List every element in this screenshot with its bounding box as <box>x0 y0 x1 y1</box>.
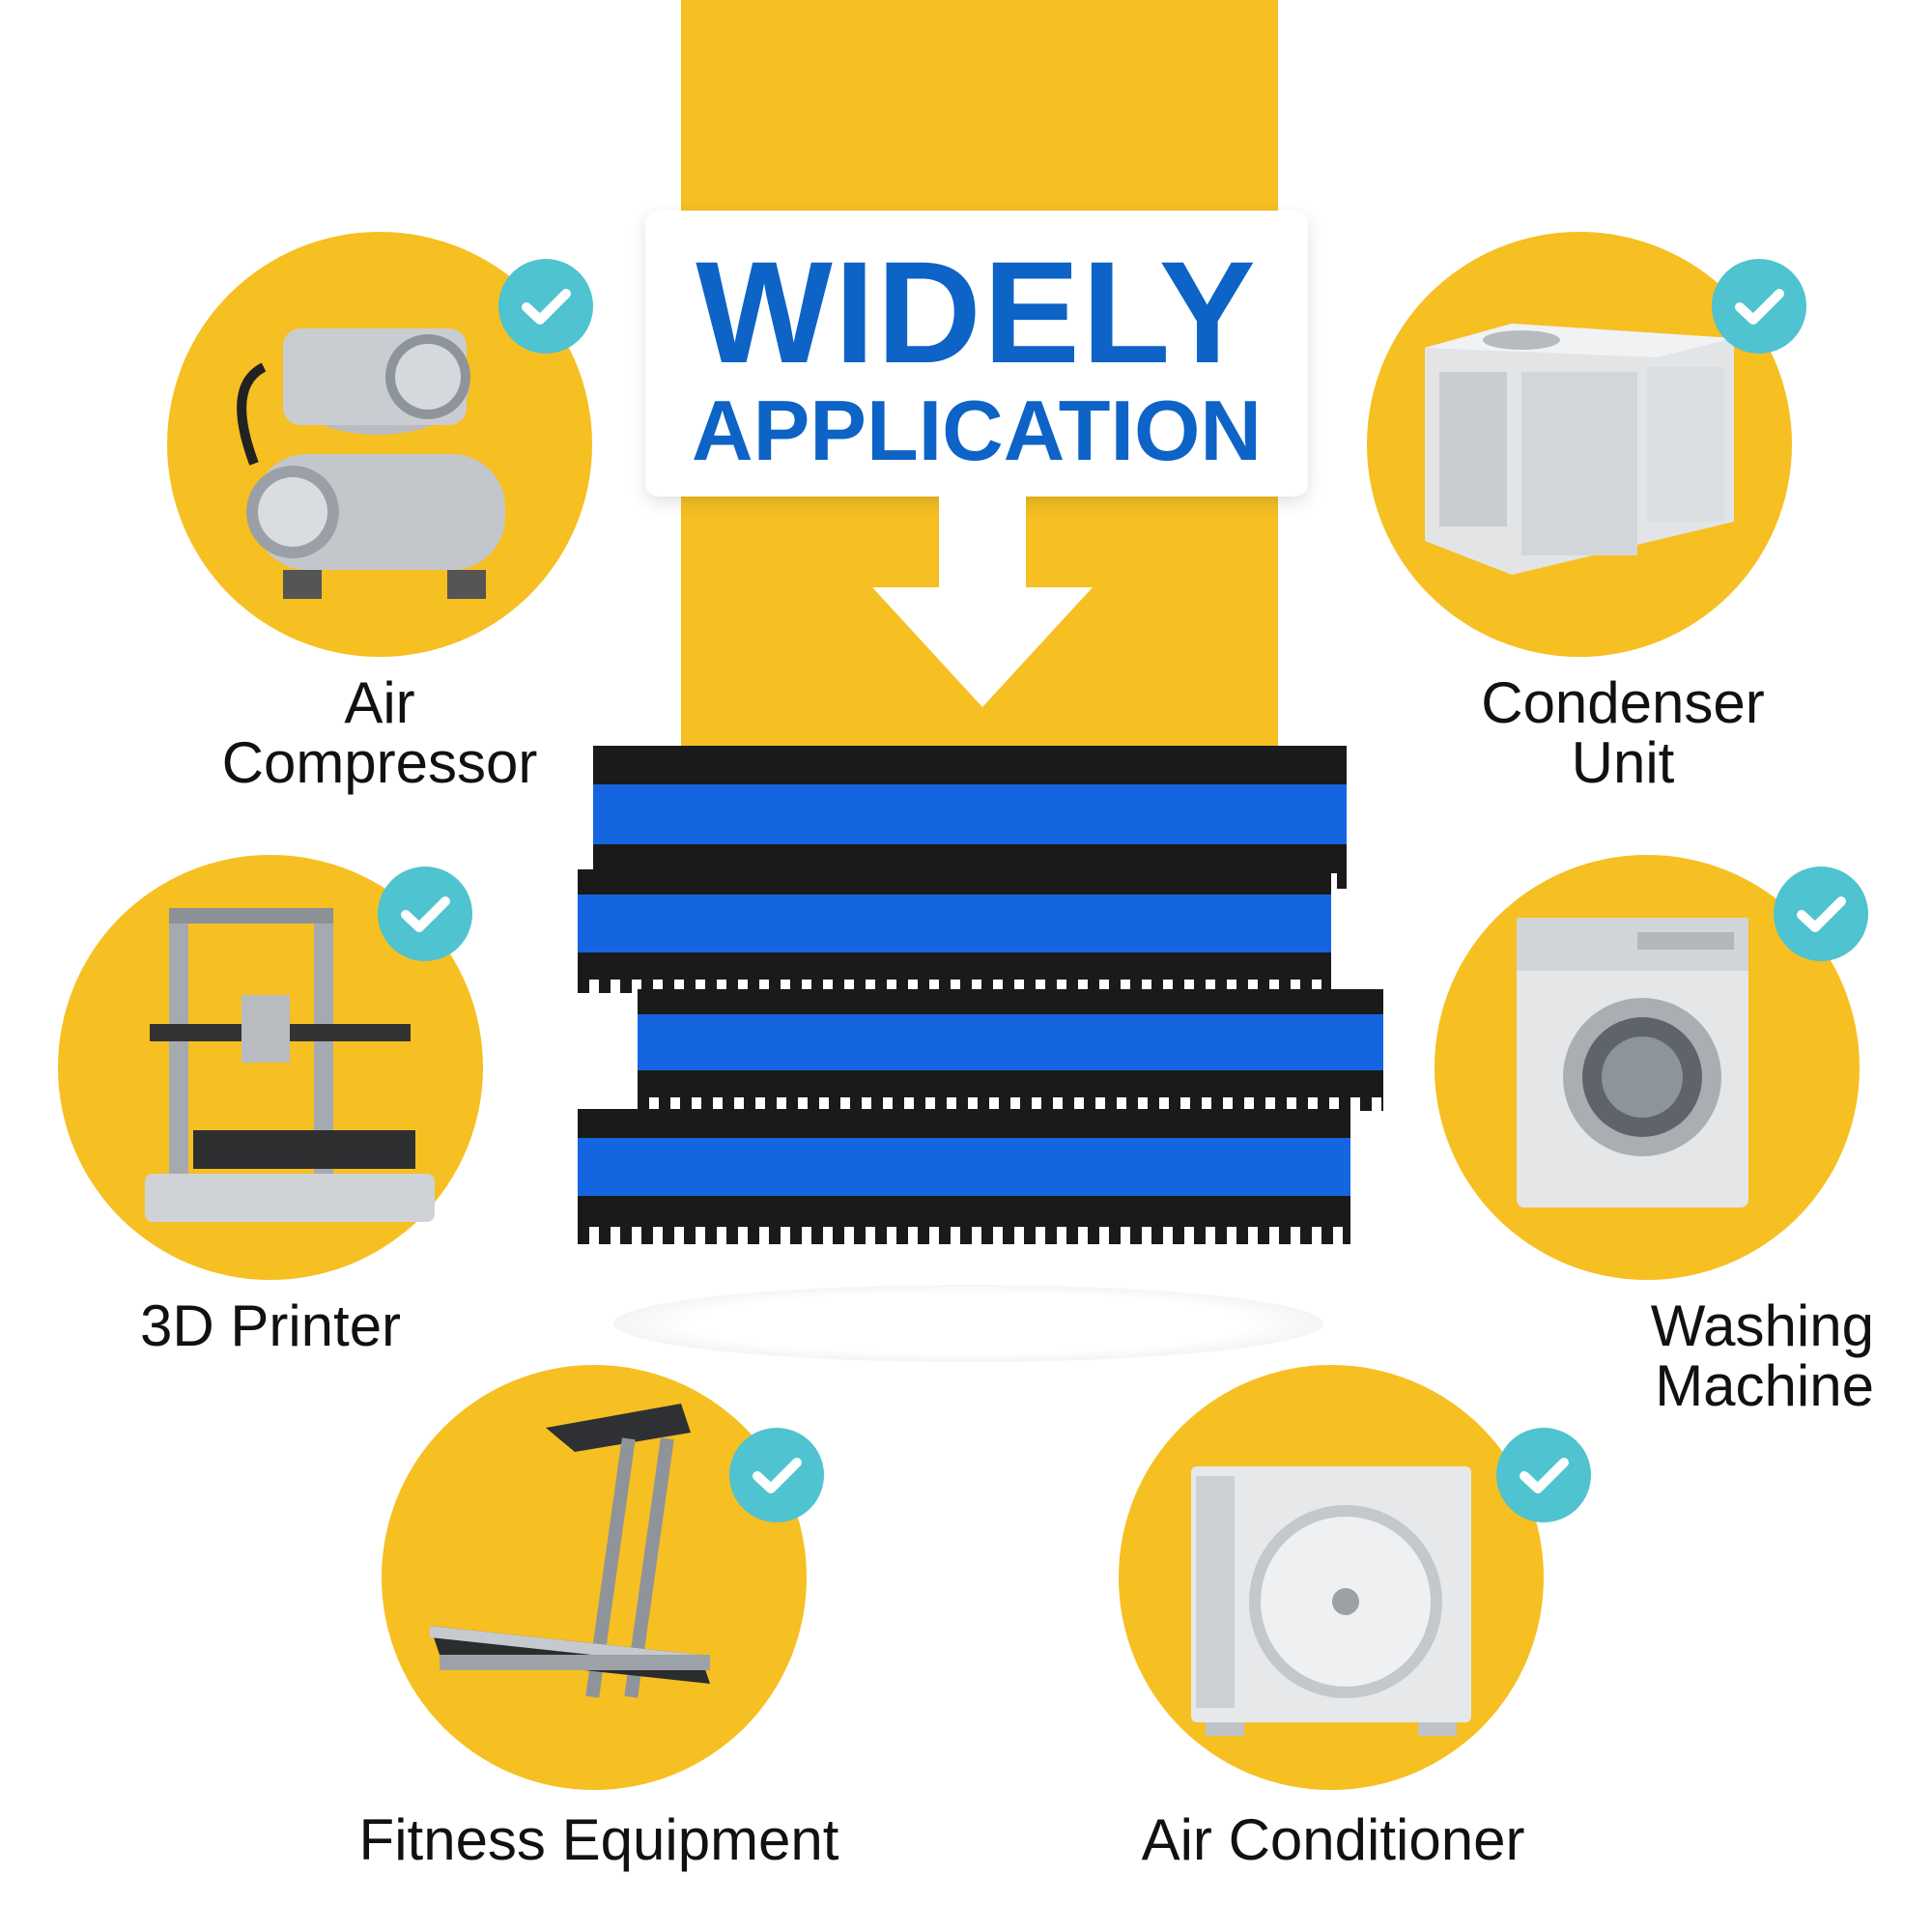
check-icon <box>498 259 593 354</box>
label-line: Compressor <box>221 730 538 795</box>
label-fitness-equipment: Fitness Equipment <box>328 1810 869 1870</box>
label-line: 3D Printer <box>139 1293 402 1358</box>
check-icon <box>1774 867 1868 961</box>
label-line: Machine <box>1655 1353 1874 1418</box>
pad-1 <box>593 746 1347 889</box>
pad-2 <box>578 869 1331 993</box>
label-washing-machine: Washing Machine <box>1488 1296 1874 1416</box>
display-platform <box>613 1285 1323 1362</box>
check-icon <box>1712 259 1806 354</box>
label-3d-printer: 3D Printer <box>97 1296 444 1356</box>
title-box: WIDELY APPLICATION <box>645 211 1308 497</box>
condenser-unit-image <box>1425 324 1734 575</box>
check-icon <box>729 1428 824 1522</box>
air-conditioner-image <box>1191 1466 1471 1736</box>
check-icon <box>1496 1428 1591 1522</box>
label-air-conditioner: Air Conditioner <box>1082 1810 1584 1870</box>
label-line: Fitness Equipment <box>358 1807 839 1872</box>
page-subtitle: APPLICATION <box>692 383 1262 478</box>
application-fitness-equipment <box>382 1365 807 1790</box>
page-title: WIDELY <box>696 231 1258 393</box>
pad-3 <box>638 989 1383 1111</box>
check-icon <box>378 867 472 961</box>
label-air-compressor: Air Compressor <box>186 673 573 793</box>
3d-printer-image <box>145 908 435 1222</box>
fitness-equipment-image <box>430 1404 710 1698</box>
pad-4 <box>578 1109 1350 1244</box>
down-arrow-icon <box>939 497 1026 593</box>
anti-vibration-pads-image <box>578 746 1383 1244</box>
application-3d-printer <box>58 855 483 1280</box>
label-line: Air <box>344 670 415 735</box>
label-line: Air Conditioner <box>1141 1807 1525 1872</box>
application-condenser-unit <box>1367 232 1792 657</box>
label-line: Condenser <box>1481 670 1765 735</box>
label-line: Washing <box>1650 1293 1874 1358</box>
label-line: Unit <box>1571 730 1675 795</box>
label-condenser-unit: Condenser Unit <box>1430 673 1816 793</box>
application-air-conditioner <box>1119 1365 1544 1790</box>
down-arrow-head-icon <box>872 587 1093 707</box>
air-compressor-image <box>237 328 505 599</box>
washing-machine-image <box>1517 918 1748 1208</box>
